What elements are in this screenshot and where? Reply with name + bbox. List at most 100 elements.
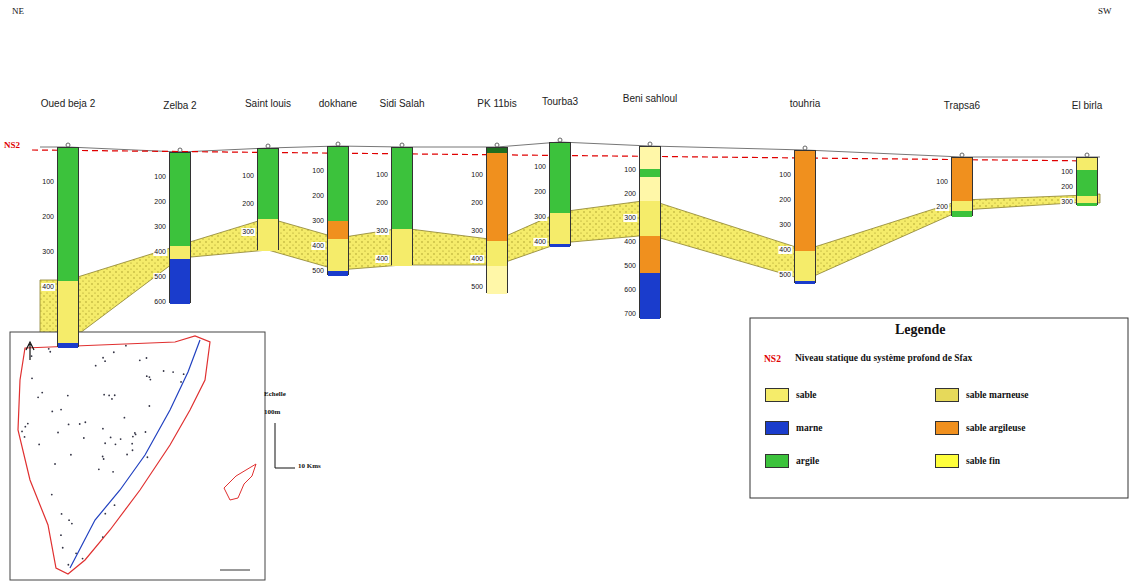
well-point xyxy=(172,371,174,373)
depth-tick: 200 xyxy=(470,199,484,207)
well-point xyxy=(67,395,69,397)
well-point xyxy=(27,423,29,425)
well-name: Oued beja 2 xyxy=(41,98,96,109)
lithology-layer xyxy=(640,147,660,169)
legend-text: sable argileuse xyxy=(966,423,1025,433)
well-name: Tourba3 xyxy=(542,96,578,107)
legend-text: argile xyxy=(796,456,819,466)
well-point xyxy=(68,519,70,521)
well-point xyxy=(60,409,62,411)
lithology-layer xyxy=(952,201,972,211)
depth-tick: 500 xyxy=(778,271,792,279)
well-point xyxy=(31,377,33,379)
well-point xyxy=(148,376,150,378)
well-point xyxy=(103,394,105,396)
legend-swatch xyxy=(935,421,959,435)
well-point xyxy=(104,442,106,444)
well-point xyxy=(108,395,110,397)
well-column: PK 11bis xyxy=(486,147,508,293)
well-point xyxy=(104,513,106,515)
lithology-layer xyxy=(640,273,660,319)
well-point xyxy=(71,523,73,525)
well-column: Sidi Salah xyxy=(391,147,413,265)
well-point xyxy=(49,351,51,353)
lithology-layer xyxy=(328,271,348,276)
annotation: NS2 xyxy=(4,140,20,150)
well-point xyxy=(70,454,72,456)
well-point xyxy=(51,494,53,496)
well-name: dokhane xyxy=(319,98,357,109)
well-point xyxy=(146,375,148,377)
well-point xyxy=(180,381,182,383)
legend-swatch xyxy=(935,388,959,402)
well-point xyxy=(114,504,116,506)
legend-swatch xyxy=(765,388,789,402)
well-point xyxy=(132,436,134,438)
well-point xyxy=(67,564,69,566)
lithology-layer xyxy=(487,153,507,241)
lithology-layer xyxy=(58,148,78,281)
legend-text: sable xyxy=(796,390,817,400)
well-point xyxy=(146,357,148,359)
depth-tick: 100 xyxy=(311,167,325,175)
depth-tick: 400 xyxy=(153,248,167,256)
depth-tick: 100 xyxy=(375,171,389,179)
depth-tick: 300 xyxy=(241,228,255,236)
well-point xyxy=(41,392,43,394)
lithology-layer xyxy=(170,246,190,259)
well-column: Zelba 2 xyxy=(169,152,191,303)
lithology-layer xyxy=(487,241,507,266)
well-point xyxy=(113,351,115,353)
well-points xyxy=(21,345,184,566)
lithology-layer xyxy=(640,201,660,236)
study-area-outline xyxy=(18,336,210,574)
well-point xyxy=(51,411,53,413)
lithology-layer xyxy=(258,219,278,251)
legend-item: sable marneuse xyxy=(935,388,1029,402)
well-point xyxy=(21,431,23,433)
depth-tick: 300 xyxy=(470,227,484,235)
depth-tick: 100 xyxy=(1060,168,1074,176)
depth-tick: 200 xyxy=(533,188,547,196)
well-point xyxy=(149,379,151,381)
inset-frame xyxy=(10,332,265,580)
horizontal-scale-bar xyxy=(275,468,295,469)
well-column: Tourba3 xyxy=(549,142,571,246)
well-point xyxy=(37,396,39,398)
depth-tick: 500 xyxy=(311,267,325,275)
annotation: NE xyxy=(12,6,24,16)
lithology-layer xyxy=(170,153,190,246)
depth-tick: 500 xyxy=(623,262,637,270)
depth-tick: 100 xyxy=(778,171,792,179)
lithology-layer xyxy=(1077,158,1097,170)
lithology-layer xyxy=(328,147,348,221)
lithology-layer xyxy=(640,177,660,201)
lithology-layer xyxy=(392,229,412,266)
depth-tick: 400 xyxy=(778,246,792,254)
well-point xyxy=(31,355,33,357)
depth-tick: 200 xyxy=(375,199,389,207)
well-point xyxy=(112,471,114,473)
well-column: Beni sahloul xyxy=(639,146,661,318)
well-point xyxy=(61,513,63,515)
annotation: Echelle xyxy=(264,390,286,398)
depth-tick: 100 xyxy=(623,166,637,174)
lithology-layer xyxy=(952,211,972,217)
depth-tick: 600 xyxy=(153,298,167,306)
well-column: Saint louis xyxy=(257,148,279,250)
well-point xyxy=(24,426,26,428)
well-column: El birla xyxy=(1076,157,1098,205)
depth-tick: 300 xyxy=(778,221,792,229)
legend-item: marne xyxy=(765,421,822,435)
well-point xyxy=(102,536,104,538)
lithology-layer xyxy=(58,343,78,348)
depth-tick: 400 xyxy=(311,242,325,250)
depth-tick: 200 xyxy=(41,213,55,221)
well-point xyxy=(114,394,116,396)
well-point xyxy=(110,437,112,439)
well-point xyxy=(83,437,85,439)
well-column: Oued beja 2 xyxy=(57,147,79,347)
well-point xyxy=(163,370,165,372)
legend-item: Niveau statique du système profond de Sf… xyxy=(795,353,972,363)
